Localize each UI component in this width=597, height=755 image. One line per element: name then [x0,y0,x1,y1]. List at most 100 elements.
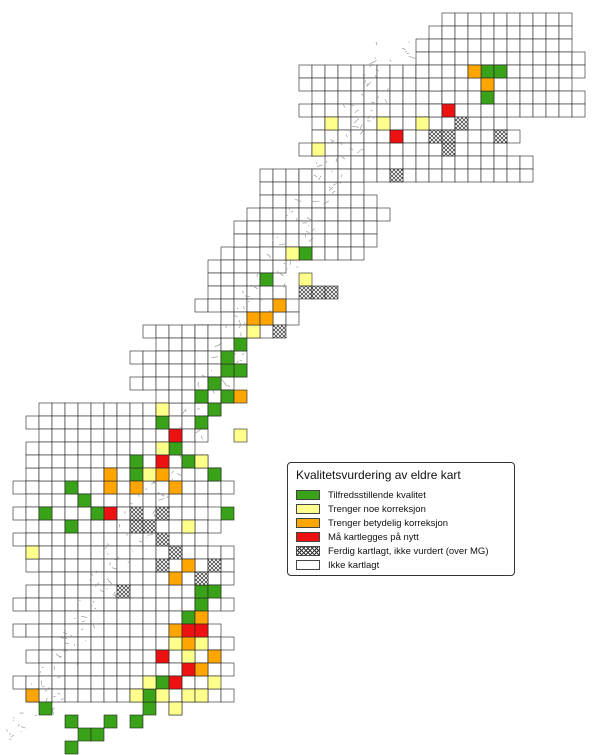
grid-cell [142,350,157,365]
grid-cell [519,155,534,170]
coastline-stroke [152,481,157,485]
grid-cell [506,129,521,144]
grid-cell [545,12,560,27]
grid-cell [350,168,365,183]
grid-cell [51,623,66,638]
grid-cell [168,350,183,365]
grid-cell [337,155,352,170]
grid-cell [519,64,534,79]
grid-cell [181,324,196,339]
grid-cell [480,155,495,170]
grid-cell [64,597,79,612]
grid-cell [441,77,456,92]
coastline-stroke [340,155,346,160]
grid-cell [181,389,196,404]
grid-cell [25,675,40,690]
grid-cell [142,493,157,508]
grid-cell [285,311,300,326]
coastline-stroke [305,230,310,233]
grid-cell [493,38,508,53]
grid-cell [220,259,235,274]
grid-cell [402,155,417,170]
grid-cell [337,64,352,79]
grid-cell [155,480,170,495]
coastline-stroke [57,661,59,664]
grid-cell [77,480,92,495]
grid-cell [298,64,313,79]
grid-cell [493,155,508,170]
quality-cell-ok [168,441,183,456]
grid-cell [467,12,482,27]
grid-cell [116,675,131,690]
grid-cell [467,142,482,157]
coastline-stroke [241,352,245,356]
grid-cell [220,480,235,495]
quality-cell-minor [181,649,196,664]
coastline-stroke [242,306,245,310]
grid-cell [155,597,170,612]
quality-cell-minor [376,116,391,131]
grid-cell [376,155,391,170]
grid-cell [194,532,209,547]
grid-cell [506,25,521,40]
grid-cell [51,610,66,625]
grid-cell [116,662,131,677]
coastline-stroke [277,271,284,277]
quality-cell-redo [168,428,183,443]
grid-cell [168,662,183,677]
grid-cell [454,38,469,53]
quality-cell-done [129,506,144,521]
grid-cell [480,51,495,66]
grid-cell [363,90,378,105]
grid-cell [64,467,79,482]
grid-cell [77,441,92,456]
quality-cell-major [272,298,287,313]
grid-cell [38,428,53,443]
grid-cell [64,610,79,625]
grid-cell [103,532,118,547]
grid-cell [116,441,131,456]
grid-cell [246,285,261,300]
quality-cell-done [441,129,456,144]
grid-cell [103,636,118,651]
coastline-stroke [39,671,42,673]
grid-cell [142,441,157,456]
grid-cell [194,376,209,391]
grid-cell [285,194,300,209]
grid-cell [77,415,92,430]
coastline-stroke [5,729,8,732]
grid-cell [220,311,235,326]
grid-cell [12,597,27,612]
grid-cell [246,272,261,287]
coastline-stroke [342,104,346,108]
coastline-stroke [332,183,337,186]
grid-cell [129,636,144,651]
grid-cell [337,233,352,248]
grid-cell [467,103,482,118]
grid-cell [103,649,118,664]
grid-cell [194,519,209,534]
grid-cell [25,532,40,547]
grid-cell [168,389,183,404]
grid-cell [90,610,105,625]
grid-cell [25,441,40,456]
coastline-stroke [212,389,215,394]
coastline-stroke [81,615,88,618]
grid-cell [155,636,170,651]
coastline-stroke [52,707,55,710]
quality-cell-done [142,519,157,534]
grid-cell [389,90,404,105]
grid-cell [103,558,118,573]
quality-cell-done [155,558,170,573]
grid-cell [142,597,157,612]
grid-cell [220,662,235,677]
grid-cell [363,155,378,170]
grid-cell [376,129,391,144]
grid-cell [389,116,404,131]
quality-cell-done [194,571,209,586]
legend-label: Trenger noe korreksjon [328,503,426,515]
coastline-stroke [233,314,238,318]
grid-cell [532,103,547,118]
quality-cell-ok [64,714,79,729]
legend-title: Kvalitetsvurdering av eldre kart [296,468,461,482]
